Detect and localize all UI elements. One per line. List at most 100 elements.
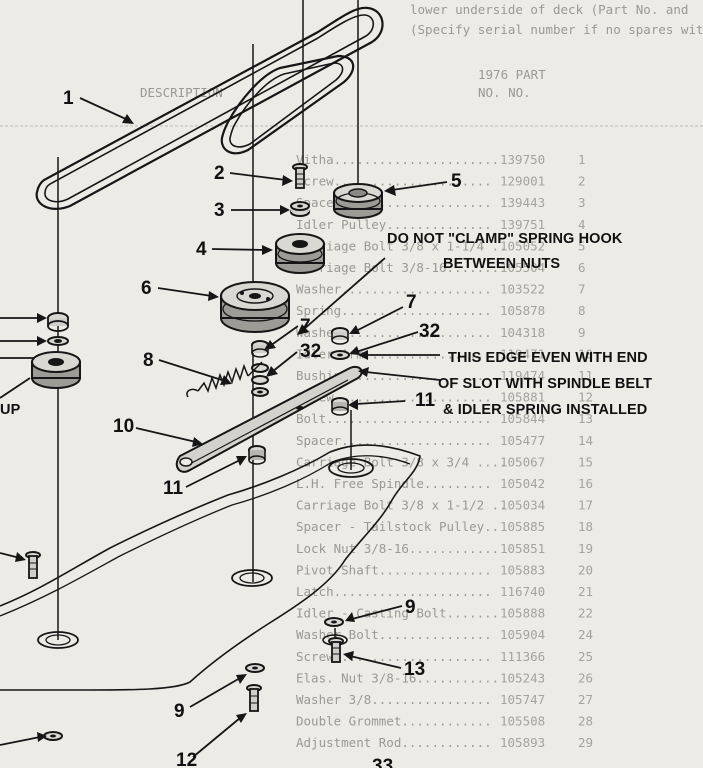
list-row-ref-number: 17 [578, 498, 593, 513]
list-row-ref-number: 21 [578, 584, 593, 599]
list-row-ref-number: 15 [578, 454, 593, 469]
list-row-description: L.H. Free Spindle......... [296, 476, 492, 491]
pulley-5 [333, 183, 383, 219]
list-row-ref-number: 8 [578, 303, 586, 318]
list-row-part-number: 105034 [500, 498, 545, 513]
list-row-part-number: 139443 [500, 195, 545, 210]
list-row-description: Idler Pulley.............. [296, 217, 492, 232]
list-row-ref-number: 3 [578, 195, 586, 210]
list-row-ref-number: 27 [578, 692, 593, 707]
leader-lines [0, 97, 448, 758]
callout-11-right: 11 [415, 390, 436, 411]
callout-7-right: 7 [406, 292, 417, 313]
list-row-ref-number: 10 [578, 346, 593, 361]
list-row-part-number: 105243 [500, 670, 545, 685]
list-row-description: Pivot Shaft............... [296, 562, 492, 577]
assembly-notes: DO NOT "CLAMP" SPRING HOOK BETWEEN NUTS … [0, 231, 652, 418]
list-row-ref-number: 13 [578, 411, 593, 426]
left-spindle-hole [37, 631, 79, 741]
callout-2: 2 [214, 163, 225, 184]
list-row-part-number: 129001 [500, 174, 545, 189]
list-row-part-number: 105042 [500, 476, 545, 491]
list-column-no: NO. NO. [478, 85, 531, 100]
callout-11-center: 11 [163, 478, 184, 499]
list-row-ref-number: 16 [578, 476, 593, 491]
list-row-description: Lock Nut 3/8-16............ [296, 541, 499, 556]
list-row-part-number: 105885 [500, 519, 545, 534]
callout-10: 10 [113, 416, 134, 437]
list-row-ref-number: 20 [578, 562, 593, 577]
list-row-description: Washer 3/8................ [296, 692, 492, 707]
list-row-ref-number: 24 [578, 627, 593, 642]
list-row-ref-number: 14 [578, 433, 593, 448]
list-column-description: DESCRIPTION [140, 85, 223, 100]
belt [35, 6, 384, 210]
list-row-part-number: 111366 [500, 649, 545, 664]
callout-32-right: 32 [419, 321, 440, 342]
idler-arm-10 [175, 366, 363, 473]
list-row-part-number: 119474 [500, 368, 545, 383]
bushing-11 [248, 445, 266, 465]
list-row-description: Spacer.................... [296, 195, 492, 210]
list-row-description: Washer.................... [296, 282, 492, 297]
note-edge-line-2: OF SLOT WITH SPINDLE BELT [438, 376, 652, 392]
left-pulley [31, 351, 81, 389]
list-row-part-number: 105883 [500, 562, 545, 577]
list-row-description: Elas. Nut 3/8-16........... [296, 670, 499, 685]
list-row-part-number: 105888 [500, 606, 545, 621]
list-row-description: Double Grommet............ [296, 714, 492, 729]
list-row-description: Idler - Casting Bolt....... [296, 606, 499, 621]
screw-12 [246, 684, 262, 712]
bolt-13 [328, 637, 344, 663]
deck-outline [0, 444, 421, 691]
list-row-part-number: 105477 [500, 433, 545, 448]
callout-12: 12 [176, 750, 197, 768]
list-row-description: Carriage Bolt 3/8 x 1-1/2 .. [296, 498, 507, 513]
list-row-ref-number: 29 [578, 735, 593, 750]
note-partial-left: UP [0, 402, 21, 418]
list-row-part-number: 105881 [500, 390, 545, 405]
list-row-part-number: 105067 [500, 454, 545, 469]
callout-9-center: 9 [174, 701, 185, 722]
callout-32-center: 32 [300, 341, 321, 362]
list-row-ref-number: 25 [578, 649, 593, 664]
list-row-part-number: 104318 [500, 325, 545, 340]
list-row-ref-number: 2 [578, 174, 586, 189]
list-row-ref-number: 9 [578, 325, 586, 340]
background-parts-list: lower underside of deck (Part No. and (S… [0, 2, 703, 750]
idler-spring-8 [186, 361, 263, 398]
idler-pulley-4 [275, 233, 325, 274]
list-row-ref-number: 1 [578, 152, 586, 167]
note-edge-line-1: THIS EDGE EVEN WITH END [448, 350, 648, 366]
washer-9-center [245, 663, 265, 673]
list-row-part-number: 105504 [500, 260, 545, 275]
list-row-part-number: 105508 [500, 714, 545, 729]
list-header-line-2: (Specify serial number if no spares with… [410, 22, 703, 37]
list-header-line-1: lower underside of deck (Part No. and [410, 2, 688, 17]
list-row-ref-number: 6 [578, 260, 586, 275]
list-row-description: Carriage Bolt 3/8 x 3/4 .... [296, 454, 507, 469]
list-row-ref-number: 11 [578, 368, 593, 383]
list-row-ref-number: 22 [578, 606, 593, 621]
note-clamp-line-1: DO NOT "CLAMP" SPRING HOOK [387, 231, 623, 247]
list-row-description: Latch..................... [296, 584, 492, 599]
list-row-ref-number: 19 [578, 541, 593, 556]
list-row-description: Carriage Bolt 3/8 x 1-1/4 .. [296, 238, 507, 253]
list-row-part-number: 105893 [500, 735, 545, 750]
list-row-part-number: 105844 [500, 411, 545, 426]
callout-6: 6 [141, 278, 152, 299]
callout-8: 8 [143, 350, 154, 371]
note-clamp-line-2: BETWEEN NUTS [443, 256, 560, 272]
left-nut-stack [47, 312, 69, 346]
washer-9-right [324, 617, 344, 627]
list-row-ref-number: 5 [578, 238, 586, 253]
list-row-part-number: 139751 [500, 217, 545, 232]
list-row-part-number: 116740 [500, 584, 545, 599]
list-row-part-number: 103522 [500, 282, 545, 297]
list-row-ref-number: 28 [578, 714, 593, 729]
spacer-3 [290, 201, 310, 217]
list-row-description: Screw..................... [296, 649, 492, 664]
pulley-6 [220, 281, 290, 333]
callout-33: 33 [372, 756, 393, 768]
